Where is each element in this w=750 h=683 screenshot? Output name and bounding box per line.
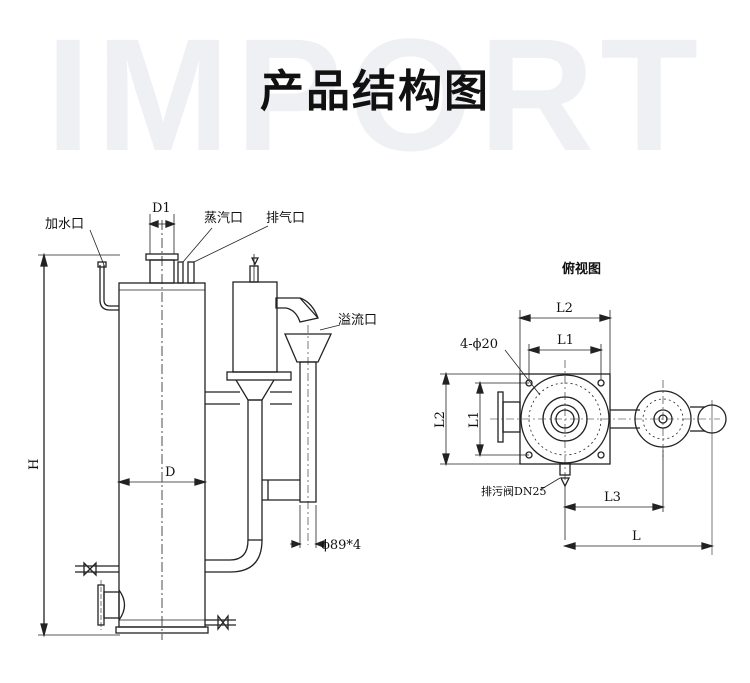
watermark-text: IMPORT [46,5,704,170]
label-exhaust-outlet: 排气口 [266,210,305,226]
label-l3: L3 [604,490,621,505]
label-overflow-outlet: 溢流口 [338,313,377,328]
label-l1-side: L1 [467,411,482,428]
label-l2-side: L2 [433,411,448,428]
top-view-title: 俯视图 [562,261,601,277]
label-h: H [27,459,42,470]
label-d: D [165,465,175,480]
watermark: IMPORT [46,5,704,170]
label-l2-top: L2 [556,301,573,316]
label-holes: 4-ϕ20 [460,337,498,352]
label-pipe-spec: ϕ89*4 [321,538,361,553]
label-l: L [632,529,641,544]
label-drain-valve: 排污阀DN25 [481,484,546,498]
label-d1: D1 [152,201,171,216]
page-title: 产品结构图 [260,66,490,117]
label-l1-top: L1 [557,333,574,348]
label-water-inlet: 加水口 [45,217,84,232]
label-steam-outlet: 蒸汽口 [204,211,243,226]
